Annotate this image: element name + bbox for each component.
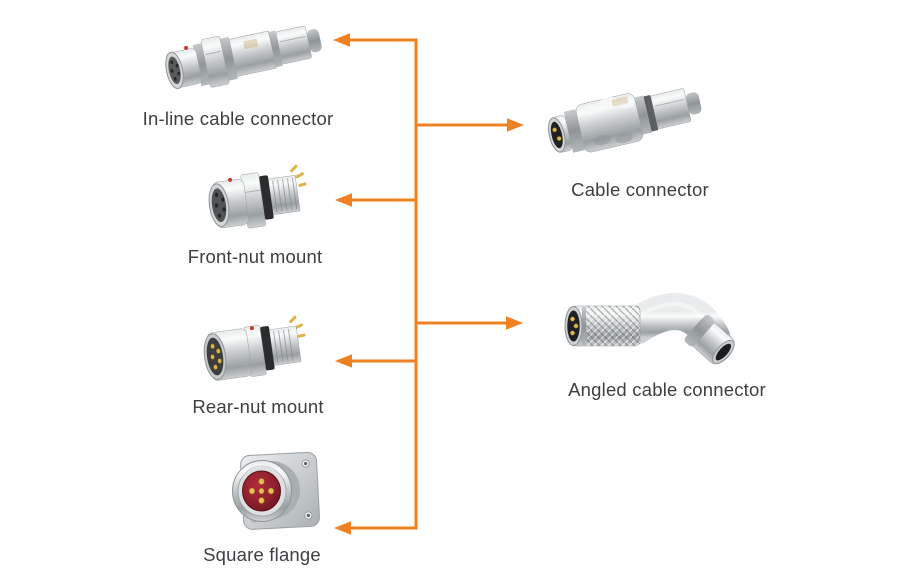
arrowhead-square-flange [334, 521, 351, 535]
connector-label-rear-nut-mount: Rear-nut mount [192, 396, 324, 417]
connector-label-angled-cable-connector: Angled cable connector [568, 379, 766, 400]
arrowhead-cable [507, 118, 524, 132]
connector-label-cable-connector: Cable connector [571, 179, 709, 200]
front-nut-mount-image [206, 154, 334, 247]
connector-label-in-line-cable: In-line cable connector [142, 108, 334, 129]
square-flange-image [214, 444, 326, 541]
arrowhead-inline [333, 33, 350, 47]
arrow-spine [350, 38, 418, 530]
in-line-cable-connector-image [158, 6, 326, 111]
rear-nut-mount-image [203, 306, 335, 397]
angled-cable-connector-image [562, 280, 740, 373]
connector-label-square-flange: Square flange [203, 544, 321, 565]
arrowhead-angled [506, 316, 523, 330]
cable-connector-image [542, 68, 710, 175]
arrowhead-rear-nut [335, 354, 352, 368]
arrowhead-front-nut [335, 193, 352, 207]
connector-label-front-nut-mount: Front-nut mount [187, 246, 323, 267]
